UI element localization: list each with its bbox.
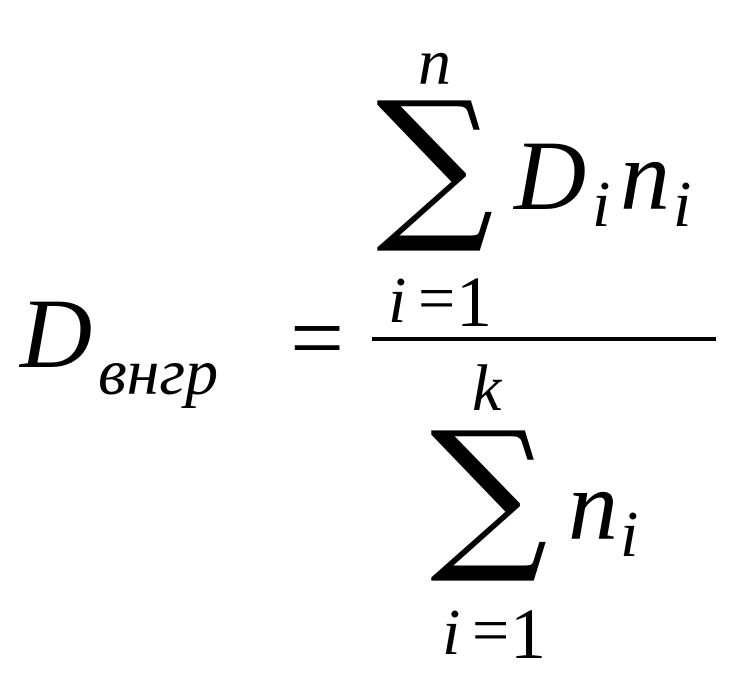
denominator-term-base: n xyxy=(568,450,618,561)
lhs-base: D xyxy=(20,278,93,389)
numerator-term-sub-1: i xyxy=(592,168,611,241)
numerator-term-base-1: D xyxy=(514,120,587,231)
numerator-lower-equals: = xyxy=(418,262,456,335)
numerator-lower-index: i xyxy=(388,264,407,337)
equals-sign: = xyxy=(290,284,345,391)
denominator-sum-symbol: ∑ xyxy=(430,396,548,588)
denominator-term-sub: i xyxy=(620,498,639,571)
fraction-bar xyxy=(372,337,716,341)
numerator-upper-limit: n xyxy=(418,26,451,99)
denominator-lower-equals: = xyxy=(472,594,510,667)
numerator-term-sub-2: i xyxy=(673,168,692,241)
numerator-sum-symbol: ∑ xyxy=(376,66,494,258)
lhs-subscript: внгр xyxy=(98,336,219,409)
denominator-upper-limit: k xyxy=(472,352,502,425)
numerator-term-base-2: n xyxy=(620,120,670,231)
denominator-lower-index: i xyxy=(442,596,461,669)
numerator-lower-value: 1 xyxy=(456,262,492,342)
denominator-lower-value: 1 xyxy=(510,594,546,674)
